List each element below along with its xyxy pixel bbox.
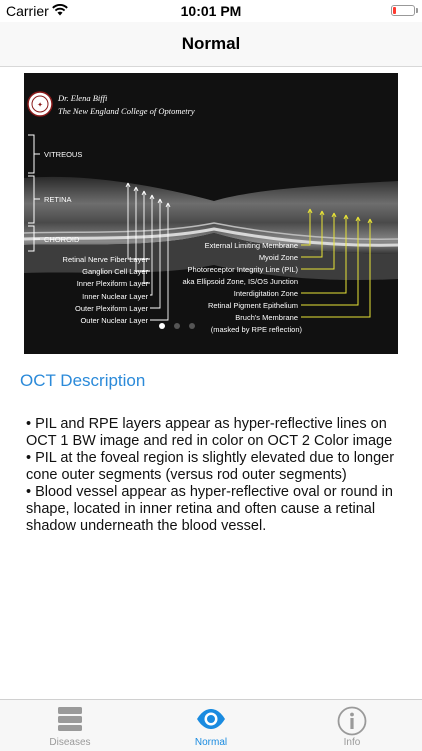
tab-label-diseases: Diseases — [49, 737, 91, 748]
label-pil: Photoreceptor Integrity Line (PIL) — [188, 265, 299, 274]
status-bar: Carrier 10:01 PM — [0, 0, 422, 22]
svg-text:✦: ✦ — [37, 101, 43, 109]
description-bullet-3: • Blood vessel appear as hyper-reflectiv… — [26, 484, 393, 534]
page-dot-1[interactable] — [159, 323, 165, 329]
region-bracket-vitreous — [28, 134, 40, 174]
layer-label-rnfl: Retinal Nerve Fiber Layer — [63, 255, 149, 264]
eye-icon — [197, 709, 225, 729]
right-arrow-lines — [301, 208, 373, 318]
label-ellipsoid-zone: aka Ellipsoid Zone, IS/OS Junction — [183, 277, 298, 286]
description-bullet-2: • PIL at the foveal region is slightly e… — [26, 450, 395, 483]
label-interdigitation-zone: Interdigitation Zone — [234, 289, 298, 298]
carrier-label: Carrier — [6, 3, 49, 19]
tab-info[interactable]: Info — [282, 700, 422, 751]
credit-college: The New England College of Optometry — [58, 106, 195, 116]
oct-scan-image: ✦ Dr. Elena Biffi The New England Colleg… — [24, 73, 398, 354]
page-dot-3[interactable] — [189, 323, 195, 329]
label-bruchs-note: (masked by RPE reflection) — [211, 325, 303, 334]
layer-label-inl: Inner Nuclear Layer — [82, 292, 148, 301]
page-title: Normal — [181, 34, 241, 53]
region-bracket-choroid — [28, 225, 40, 252]
pil-line — [24, 222, 398, 240]
region-bracket-retina — [28, 175, 40, 224]
label-myoid-zone: Myoid Zone — [259, 253, 298, 262]
status-time: 10:01 PM — [180, 3, 242, 19]
choroid-band — [24, 233, 398, 281]
rpe-line — [24, 227, 398, 247]
battery-fill — [393, 7, 396, 14]
layer-label-onl: Outer Nuclear Layer — [80, 316, 148, 325]
left-arrow-lines — [125, 182, 171, 321]
region-label-choroid: CHOROID — [44, 235, 80, 244]
info-icon — [337, 706, 367, 736]
label-elm: External Limiting Membrane — [205, 241, 298, 250]
page-dot-2[interactable] — [174, 323, 180, 329]
navigation-bar: Normal — [0, 22, 422, 67]
tab-bar: Diseases Normal Info — [0, 699, 422, 751]
battery-cap — [416, 8, 418, 13]
description-bullet-1: • PIL and RPE layers appear as hyper-ref… — [26, 416, 393, 449]
wifi-icon — [52, 4, 68, 16]
stack-icon — [58, 707, 82, 731]
region-label-retina: RETINA — [44, 195, 72, 204]
layer-label-opl: Outer Plexiform Layer — [75, 304, 148, 313]
tab-label-normal: Normal — [194, 737, 228, 748]
tab-label-info: Info — [343, 737, 361, 748]
tab-normal[interactable]: Normal — [141, 700, 281, 751]
credit-name: Dr. Elena Biffi — [57, 93, 108, 103]
label-bruchs-membrane: Bruch's Membrane — [235, 313, 298, 322]
retina-band — [24, 176, 398, 254]
page-indicator[interactable] — [159, 323, 195, 329]
college-seal-logo: ✦ — [27, 91, 53, 117]
section-title: OCT Description — [20, 371, 146, 390]
layer-label-ipl: Inner Plexiform Layer — [77, 279, 149, 288]
battery-icon — [391, 5, 415, 16]
tab-diseases[interactable]: Diseases — [0, 700, 140, 751]
layer-label-gcl: Ganglion Cell Layer — [82, 267, 148, 276]
description-text: • PIL and RPE layers appear as hyper-ref… — [26, 416, 406, 535]
oct-image-carousel[interactable]: ✦ Dr. Elena Biffi The New England Colleg… — [24, 73, 398, 354]
label-rpe: Retinal Pigment Epithelium — [208, 301, 298, 310]
region-label-vitreous: VITREOUS — [44, 150, 82, 159]
